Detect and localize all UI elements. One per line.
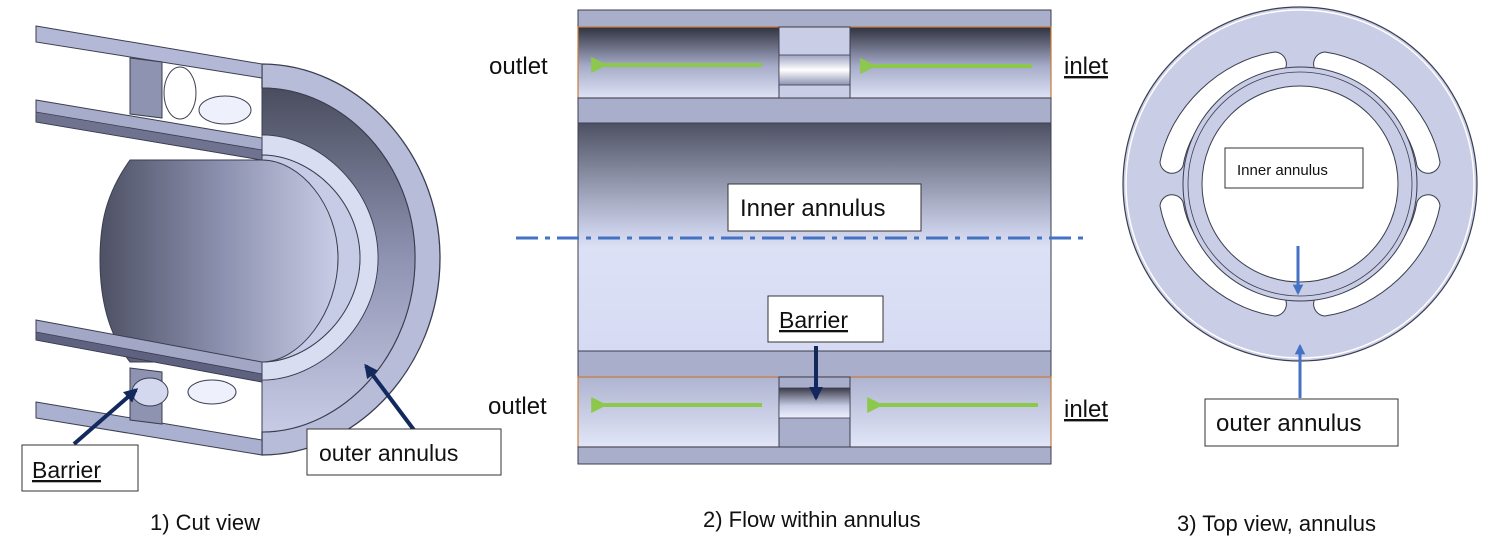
- flow-inlet-top: inlet: [1064, 53, 1108, 80]
- flow-outlet-bottom: outlet: [488, 393, 547, 420]
- cut-barrier-label: Barrier: [32, 457, 101, 483]
- cut-barrier-pointer: [72, 388, 139, 446]
- top-inner-ring-edge: [1187, 71, 1413, 297]
- flow-outlet-top: outlet: [489, 53, 548, 80]
- flow-top-barrier-hole: [778, 54, 851, 86]
- flow-barrier-label: Barrier: [779, 307, 848, 333]
- top-view-caption: 3) Top view, annulus: [1177, 511, 1376, 536]
- cut-view-panel: Barrier outer annulus 1) Cut view: [21, 25, 502, 535]
- cut-outer-pointer: [364, 363, 416, 432]
- cut-barrier-label-box: [21, 444, 139, 492]
- top-plate-2-front: [35, 111, 263, 161]
- flow-caption: 2) Flow within annulus: [703, 507, 921, 532]
- cut-outer-label: outer annulus: [319, 440, 458, 466]
- flow-bottom-plate: [577, 446, 1052, 465]
- top-view-panel: Inner annulus outer annulus 3) Top view,…: [1122, 6, 1478, 536]
- cut-view-caption: 1) Cut view: [150, 510, 260, 535]
- bottom-plate-1-front: [35, 331, 263, 383]
- top-plate-1: [35, 25, 263, 79]
- top-barrier-hole: [163, 66, 197, 120]
- top-slot: [198, 95, 252, 125]
- bottom-plate-2: [35, 401, 263, 456]
- bottom-slot: [187, 379, 237, 405]
- top-outer-label: outer annulus: [1216, 410, 1361, 437]
- top-inner-label: Inner annulus: [1237, 162, 1328, 179]
- flow-mid-plate-top: [577, 97, 1052, 124]
- bottom-barrier-hole: [131, 377, 169, 407]
- flow-inner-label-box: [727, 183, 922, 232]
- flow-top-plate: [577, 9, 1052, 28]
- inner-bore: [99, 159, 339, 363]
- cut-outer-label-box: [306, 428, 502, 476]
- flow-panel: outlet inlet outlet inlet Inner annulus …: [488, 9, 1108, 532]
- top-inner-label-box: [1224, 147, 1364, 189]
- top-barrier: [129, 57, 163, 119]
- top-outer-label-box: [1204, 398, 1399, 447]
- flow-barrier-label-box: [767, 295, 884, 343]
- flow-inner-label: Inner annulus: [740, 195, 885, 222]
- flow-inlet-bottom: inlet: [1064, 396, 1108, 423]
